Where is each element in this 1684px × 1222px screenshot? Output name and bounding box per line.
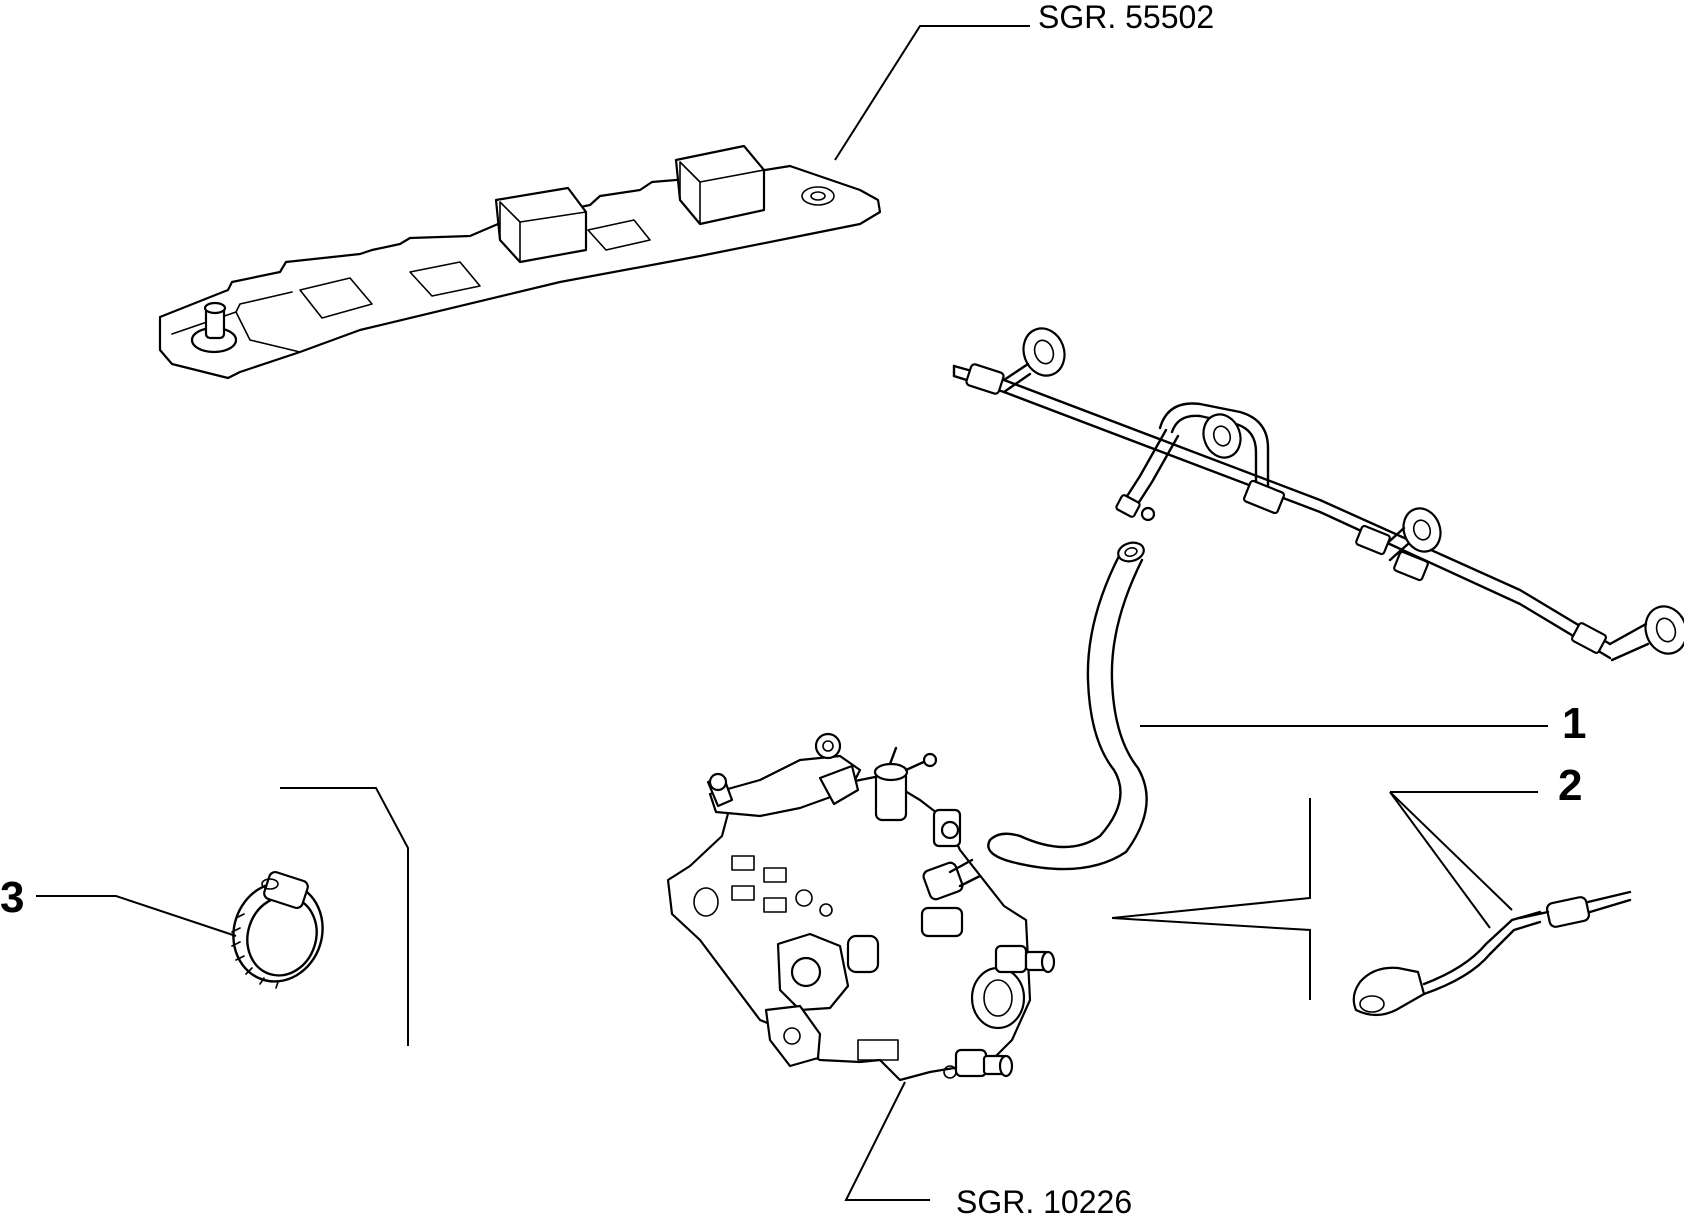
injection-pump-assembly (666, 732, 1056, 1082)
part-1-hose (987, 541, 1148, 871)
part-3-hose-clamp (231, 870, 324, 989)
part-number-3[interactable]: 3 (0, 873, 24, 922)
leader-part-3 (36, 895, 237, 937)
part-2-return-pipe (1352, 890, 1632, 1017)
cover-plate-assembly (158, 144, 882, 380)
leader-part-2-branch-a (1389, 791, 1513, 911)
part-number-1[interactable]: 1 (1562, 699, 1586, 748)
bracket-part-3 (280, 787, 409, 1046)
ref-label-top[interactable]: SGR. 55502 (1038, 0, 1214, 35)
leader-part-2-branch-b (1389, 791, 1491, 929)
ref-label-bottom[interactable]: SGR. 10226 (956, 1184, 1132, 1220)
ref-leader-bottom (844, 1081, 930, 1201)
part-number-2[interactable]: 2 (1558, 761, 1582, 810)
bracket-part-2 (1111, 798, 1311, 1000)
ref-leader-top (834, 25, 1030, 161)
fuel-injector-rail (952, 327, 1684, 662)
